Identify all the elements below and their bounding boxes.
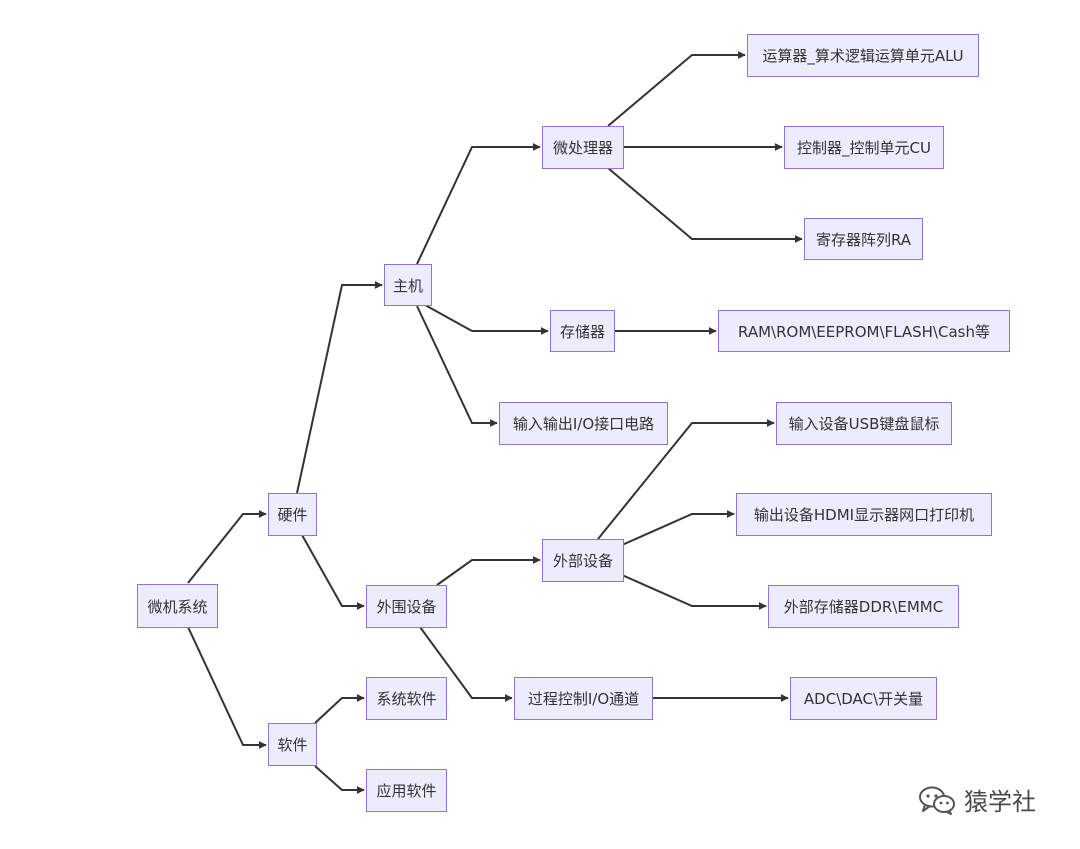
node-host: 主机 [384,264,432,306]
edge-microprocessor-alu [607,51,746,127]
edge-root-hardware [187,510,267,584]
edge-peripherals-process [419,626,513,702]
node-software: 软件 [268,723,317,766]
node-alu: 运算器_算术逻辑运算单元ALU [747,34,979,77]
edge-external-storage [621,574,767,610]
node-root: 微机系统 [137,584,218,628]
node-microprocessor: 微处理器 [542,126,624,169]
node-registers: 寄存器阵列RA [804,218,923,260]
node-external-storage: 外部存储器DDR\EMMC [768,585,959,628]
edge-host-memory [424,304,549,335]
node-cu: 控制器_控制单元CU [784,126,944,169]
edge-root-software [187,626,267,749]
node-application-software: 应用软件 [366,769,447,812]
node-process-control: 过程控制I/O通道 [514,677,653,720]
wechat-icon [919,786,955,815]
edge-software-application [314,765,365,794]
node-system-software: 系统软件 [366,677,447,720]
edge-host-io [416,305,498,427]
edge-hardware-peripherals [301,534,365,610]
node-memory-types: RAM\ROM\EEPROM\FLASH\Cash等 [718,310,1010,352]
edge-peripherals-external [436,556,541,586]
edge-external-input [597,419,775,540]
node-io-circuit: 输入输出I/O接口电路 [499,402,668,445]
watermark: 猿学社 [918,782,1036,817]
node-peripherals: 外围设备 [366,585,447,628]
node-memory: 存储器 [550,310,615,352]
edge-external-output [621,510,735,546]
node-output-device: 输出设备HDMI显示器网口打印机 [736,493,992,536]
node-hardware: 硬件 [268,493,317,536]
edge-host-microprocessor [416,143,541,265]
edge-hardware-host [296,281,383,494]
node-external-device: 外部设备 [542,539,624,582]
node-input-device: 输入设备USB键盘鼠标 [776,402,952,445]
edge-software-system [314,694,365,724]
watermark-text: 猿学社 [964,788,1036,816]
edge-microprocessor-registers [607,167,803,243]
node-adc-dac: ADC\DAC\开关量 [790,677,937,720]
